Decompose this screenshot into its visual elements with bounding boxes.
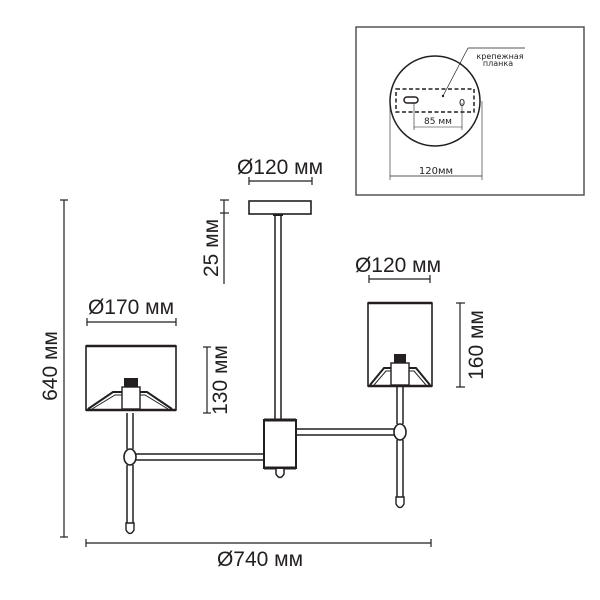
right-shade: [367, 301, 433, 388]
right-shade-diameter-label: Ø120 мм: [355, 254, 441, 277]
base-diameter-label: 120мм: [419, 166, 453, 177]
mounting-plate-inset: [355, 26, 585, 196]
left-shade: [85, 344, 177, 412]
left-shade-height-label: 130 мм: [209, 345, 232, 415]
slot-hole-icon: [403, 96, 419, 104]
mounting-plate-outline: [395, 88, 475, 113]
center-hub: [263, 418, 297, 479]
mounting-plate-label-1: крепежная: [476, 52, 523, 61]
screw-hole-symbol: 0: [459, 98, 465, 109]
canopy-diameter-label: Ø120 мм: [237, 156, 323, 179]
right-arm: [296, 387, 407, 509]
left-shade-diameter-label: Ø170 мм: [88, 296, 174, 319]
total-height-label: 640 мм: [39, 331, 62, 401]
mounting-plate-label-2: планка: [483, 59, 513, 68]
canopy-height-label: 25 мм: [200, 219, 223, 277]
dimension-lines: [60, 177, 465, 547]
total-width-label: Ø740 мм: [217, 548, 303, 571]
left-arm: [123, 413, 264, 535]
right-shade-height-label: 160 мм: [465, 310, 488, 380]
hole-spacing-label: 85 мм: [424, 117, 452, 127]
canopy: [248, 200, 312, 420]
